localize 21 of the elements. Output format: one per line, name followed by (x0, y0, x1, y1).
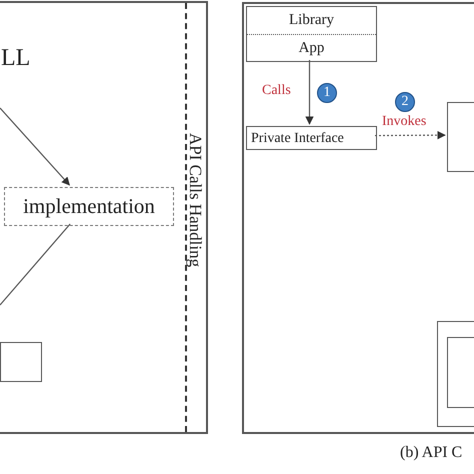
process-box (4, 187, 174, 226)
component-box (246, 6, 377, 62)
step-number: 2 (402, 95, 408, 109)
panel-frame (0, 1, 208, 434)
interface-box (246, 126, 377, 150)
component-label: Library (289, 11, 334, 30)
edge-label: Invokes (382, 113, 426, 131)
vertical-text-label: API Calls Handling (187, 133, 204, 268)
arrow (305, 60, 314, 125)
box-label: implementation (23, 192, 155, 220)
empty-box (0, 342, 42, 382)
component-label: App (298, 38, 324, 58)
step-number: 1 (324, 86, 330, 100)
arrow (375, 130, 446, 140)
box-label: Private Interface (251, 130, 344, 148)
arrow (0, 108, 70, 186)
caption: (b) API C (400, 443, 462, 463)
text-label: LL (1, 44, 30, 73)
edge-label: Calls (262, 82, 291, 100)
panel-frame (242, 2, 474, 434)
empty-box (437, 321, 474, 427)
